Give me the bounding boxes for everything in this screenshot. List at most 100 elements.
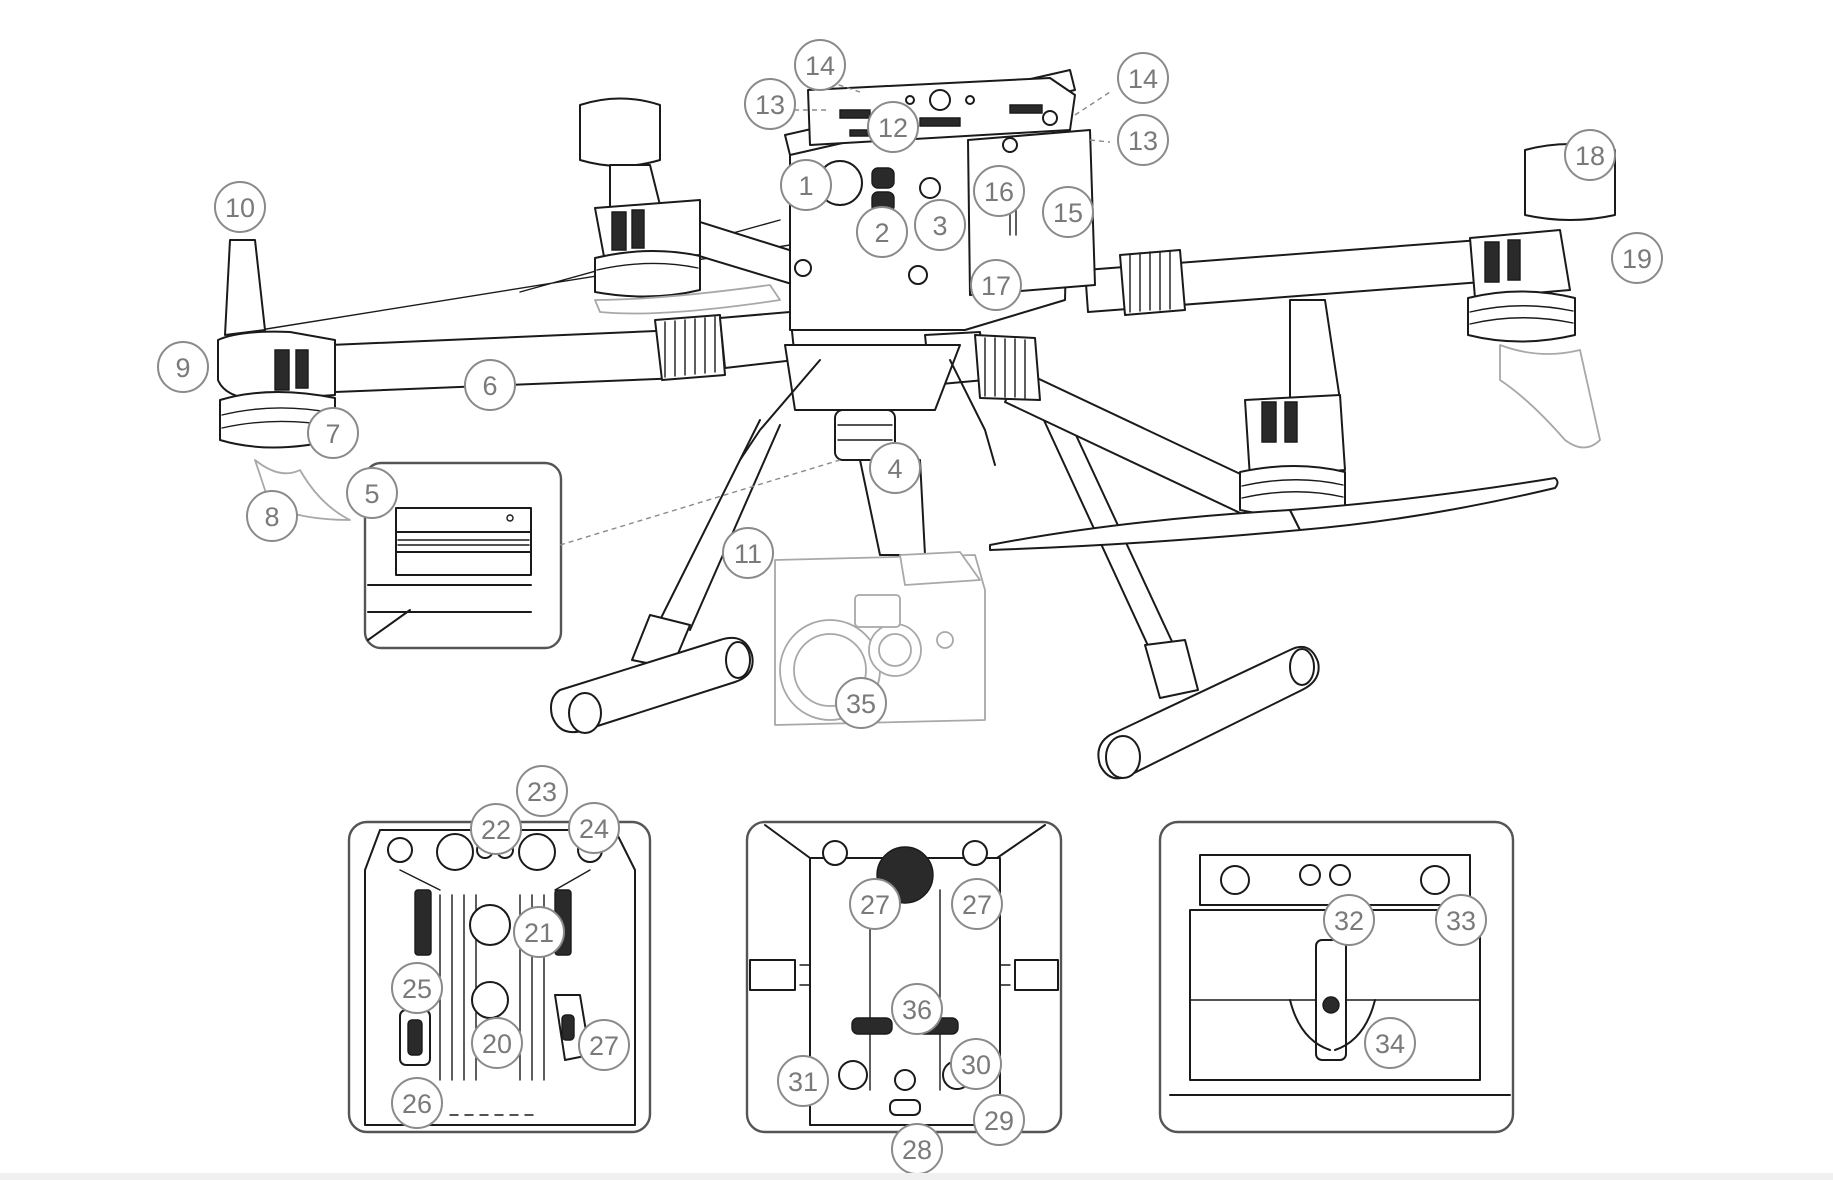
callout-c12: 12 [867,101,919,153]
callout-number: 13 [1128,126,1158,156]
callout-circle [307,407,359,459]
callout-number: 31 [788,1067,818,1097]
callout-number: 4 [887,454,902,484]
callout-c21: 21 [513,906,565,958]
callout-circle [973,165,1025,217]
callout-number: 17 [981,271,1011,301]
callout-c30: 30 [950,1038,1002,1090]
callout-number: 14 [805,51,835,81]
callout-number: 10 [225,193,255,223]
callout-circle [722,527,774,579]
callout-c18: 18 [1564,129,1616,181]
callout-circle [1117,114,1169,166]
callout-c24: 24 [568,802,620,854]
callout-circle [835,677,887,729]
callout-c22: 22 [470,803,522,855]
callout-c33: 33 [1435,894,1487,946]
callout-number: 11 [734,539,762,569]
motor-rear-left [579,97,781,315]
callout-c19: 19 [1611,232,1663,284]
callout-circle [951,878,1003,930]
motor-front-left [217,239,351,521]
callout-circle [794,39,846,91]
callout-number: 19 [1622,244,1652,274]
callout-circle [1042,186,1094,238]
callout-circle [1564,129,1616,181]
callout-circle [578,1019,630,1071]
callout-c7: 7 [307,407,359,459]
callout-c20: 20 [471,1017,523,1069]
callout-circle [777,1055,829,1107]
callout-c27c: 27 [951,878,1003,930]
callout-circle [869,442,921,494]
callout-circle [157,341,209,393]
callout-number: 16 [984,177,1014,207]
callout-circle [1611,232,1663,284]
callout-circle [214,181,266,233]
callout-circle [464,359,516,411]
callout-number: 12 [878,113,908,143]
callout-circle [568,802,620,854]
callout-circle [891,983,943,1035]
callout-c27a: 27 [578,1019,630,1071]
callout-circle [973,1094,1025,1146]
callout-c34: 34 [1364,1017,1416,1069]
motor-rear-right [1467,143,1616,449]
callout-number: 29 [984,1106,1014,1136]
callout-c13b: 13 [1117,114,1169,166]
callout-number: 9 [175,353,190,383]
callout-c16: 16 [973,165,1025,217]
callout-c29: 29 [973,1094,1025,1146]
callout-number: 34 [1375,1029,1405,1059]
callout-number: 27 [962,890,992,920]
motor-front-right [989,299,1559,551]
callout-circle [470,803,522,855]
callout-circle [1117,52,1169,104]
callout-c36: 36 [891,983,943,1035]
drone-main-view [217,69,1616,780]
callout-c8: 8 [246,490,298,542]
inset-panel-rear-view [1158,820,1515,1134]
motor-detail-inset [363,459,841,650]
callout-circle [471,1017,523,1069]
callout-circle [391,1077,443,1129]
callout-number: 20 [482,1029,512,1059]
callout-c28: 28 [891,1123,943,1175]
callout-c31: 31 [777,1055,829,1107]
callout-circle [970,259,1022,311]
callout-number: 2 [874,218,889,248]
callout-circle [849,878,901,930]
page-bottom-edge [0,1173,1833,1180]
callout-circle [744,78,796,130]
callout-c23: 23 [516,765,568,817]
callout-circle [391,962,443,1014]
callout-number: 36 [902,995,932,1025]
callout-circle [856,206,908,258]
callout-number: 25 [402,974,432,1004]
callout-circle [1364,1017,1416,1069]
callout-number: 22 [481,815,511,845]
callout-number: 6 [482,371,497,401]
gimbal-and-camera [739,344,996,726]
callout-c26: 26 [391,1077,443,1129]
callout-number: 33 [1446,906,1476,936]
callout-c2: 2 [856,206,908,258]
callout-c27b: 27 [849,878,901,930]
callout-c17: 17 [970,259,1022,311]
callout-number: 35 [846,689,876,719]
callout-c25: 25 [391,962,443,1014]
callout-c35: 35 [835,677,887,729]
callout-c11: 11 [722,527,774,579]
callout-c6: 6 [464,359,516,411]
callout-c32: 32 [1323,894,1375,946]
callout-circle [516,765,568,817]
callout-number: 3 [932,211,947,241]
callout-number: 26 [402,1089,432,1119]
callout-c5: 5 [346,467,398,519]
callout-number: 13 [755,90,785,120]
callout-circle [950,1038,1002,1090]
callout-number: 8 [264,502,279,532]
callout-circle [780,159,832,211]
callout-number: 18 [1575,141,1605,171]
